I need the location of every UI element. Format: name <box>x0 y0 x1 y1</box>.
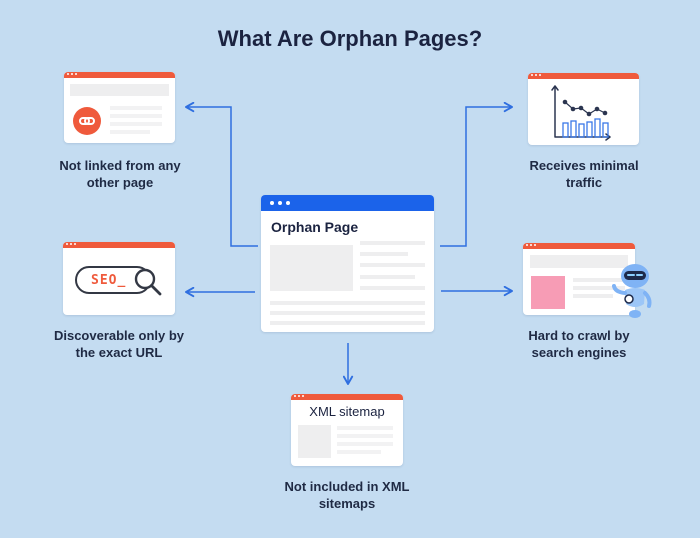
not-linked-card <box>64 72 175 143</box>
arrow-to-minimal-traffic <box>440 101 513 247</box>
xml-sitemap-card: XML sitemap <box>291 394 403 466</box>
robot-icon <box>612 264 652 318</box>
magnifier-icon <box>134 268 162 296</box>
minimal-traffic-card <box>528 73 639 145</box>
caption-not-in-sitemaps: Not included in XML sitemaps <box>284 479 410 511</box>
pink-content-block <box>531 276 565 309</box>
diagram-title: What Are Orphan Pages? <box>217 26 483 51</box>
line-chart-icon <box>551 85 611 141</box>
caption-not-linked: Not linked from any other page <box>59 158 181 190</box>
link-icon <box>73 107 101 135</box>
orphan-page-label: Orphan Page <box>271 219 359 235</box>
xml-sitemap-label: XML sitemap <box>309 404 385 419</box>
caption-hard-to-crawl: Hard to crawl by search engines <box>528 328 630 360</box>
discoverable-card: SEO_ <box>63 242 175 315</box>
hard-to-crawl-card <box>523 243 635 315</box>
orphan-page-card: Orphan Page <box>261 195 434 332</box>
caption-discoverable: Discoverable only by the exact URL <box>53 328 185 360</box>
caption-minimal-traffic: Receives minimal traffic <box>529 158 639 190</box>
arrow-to-not-linked <box>185 101 258 247</box>
